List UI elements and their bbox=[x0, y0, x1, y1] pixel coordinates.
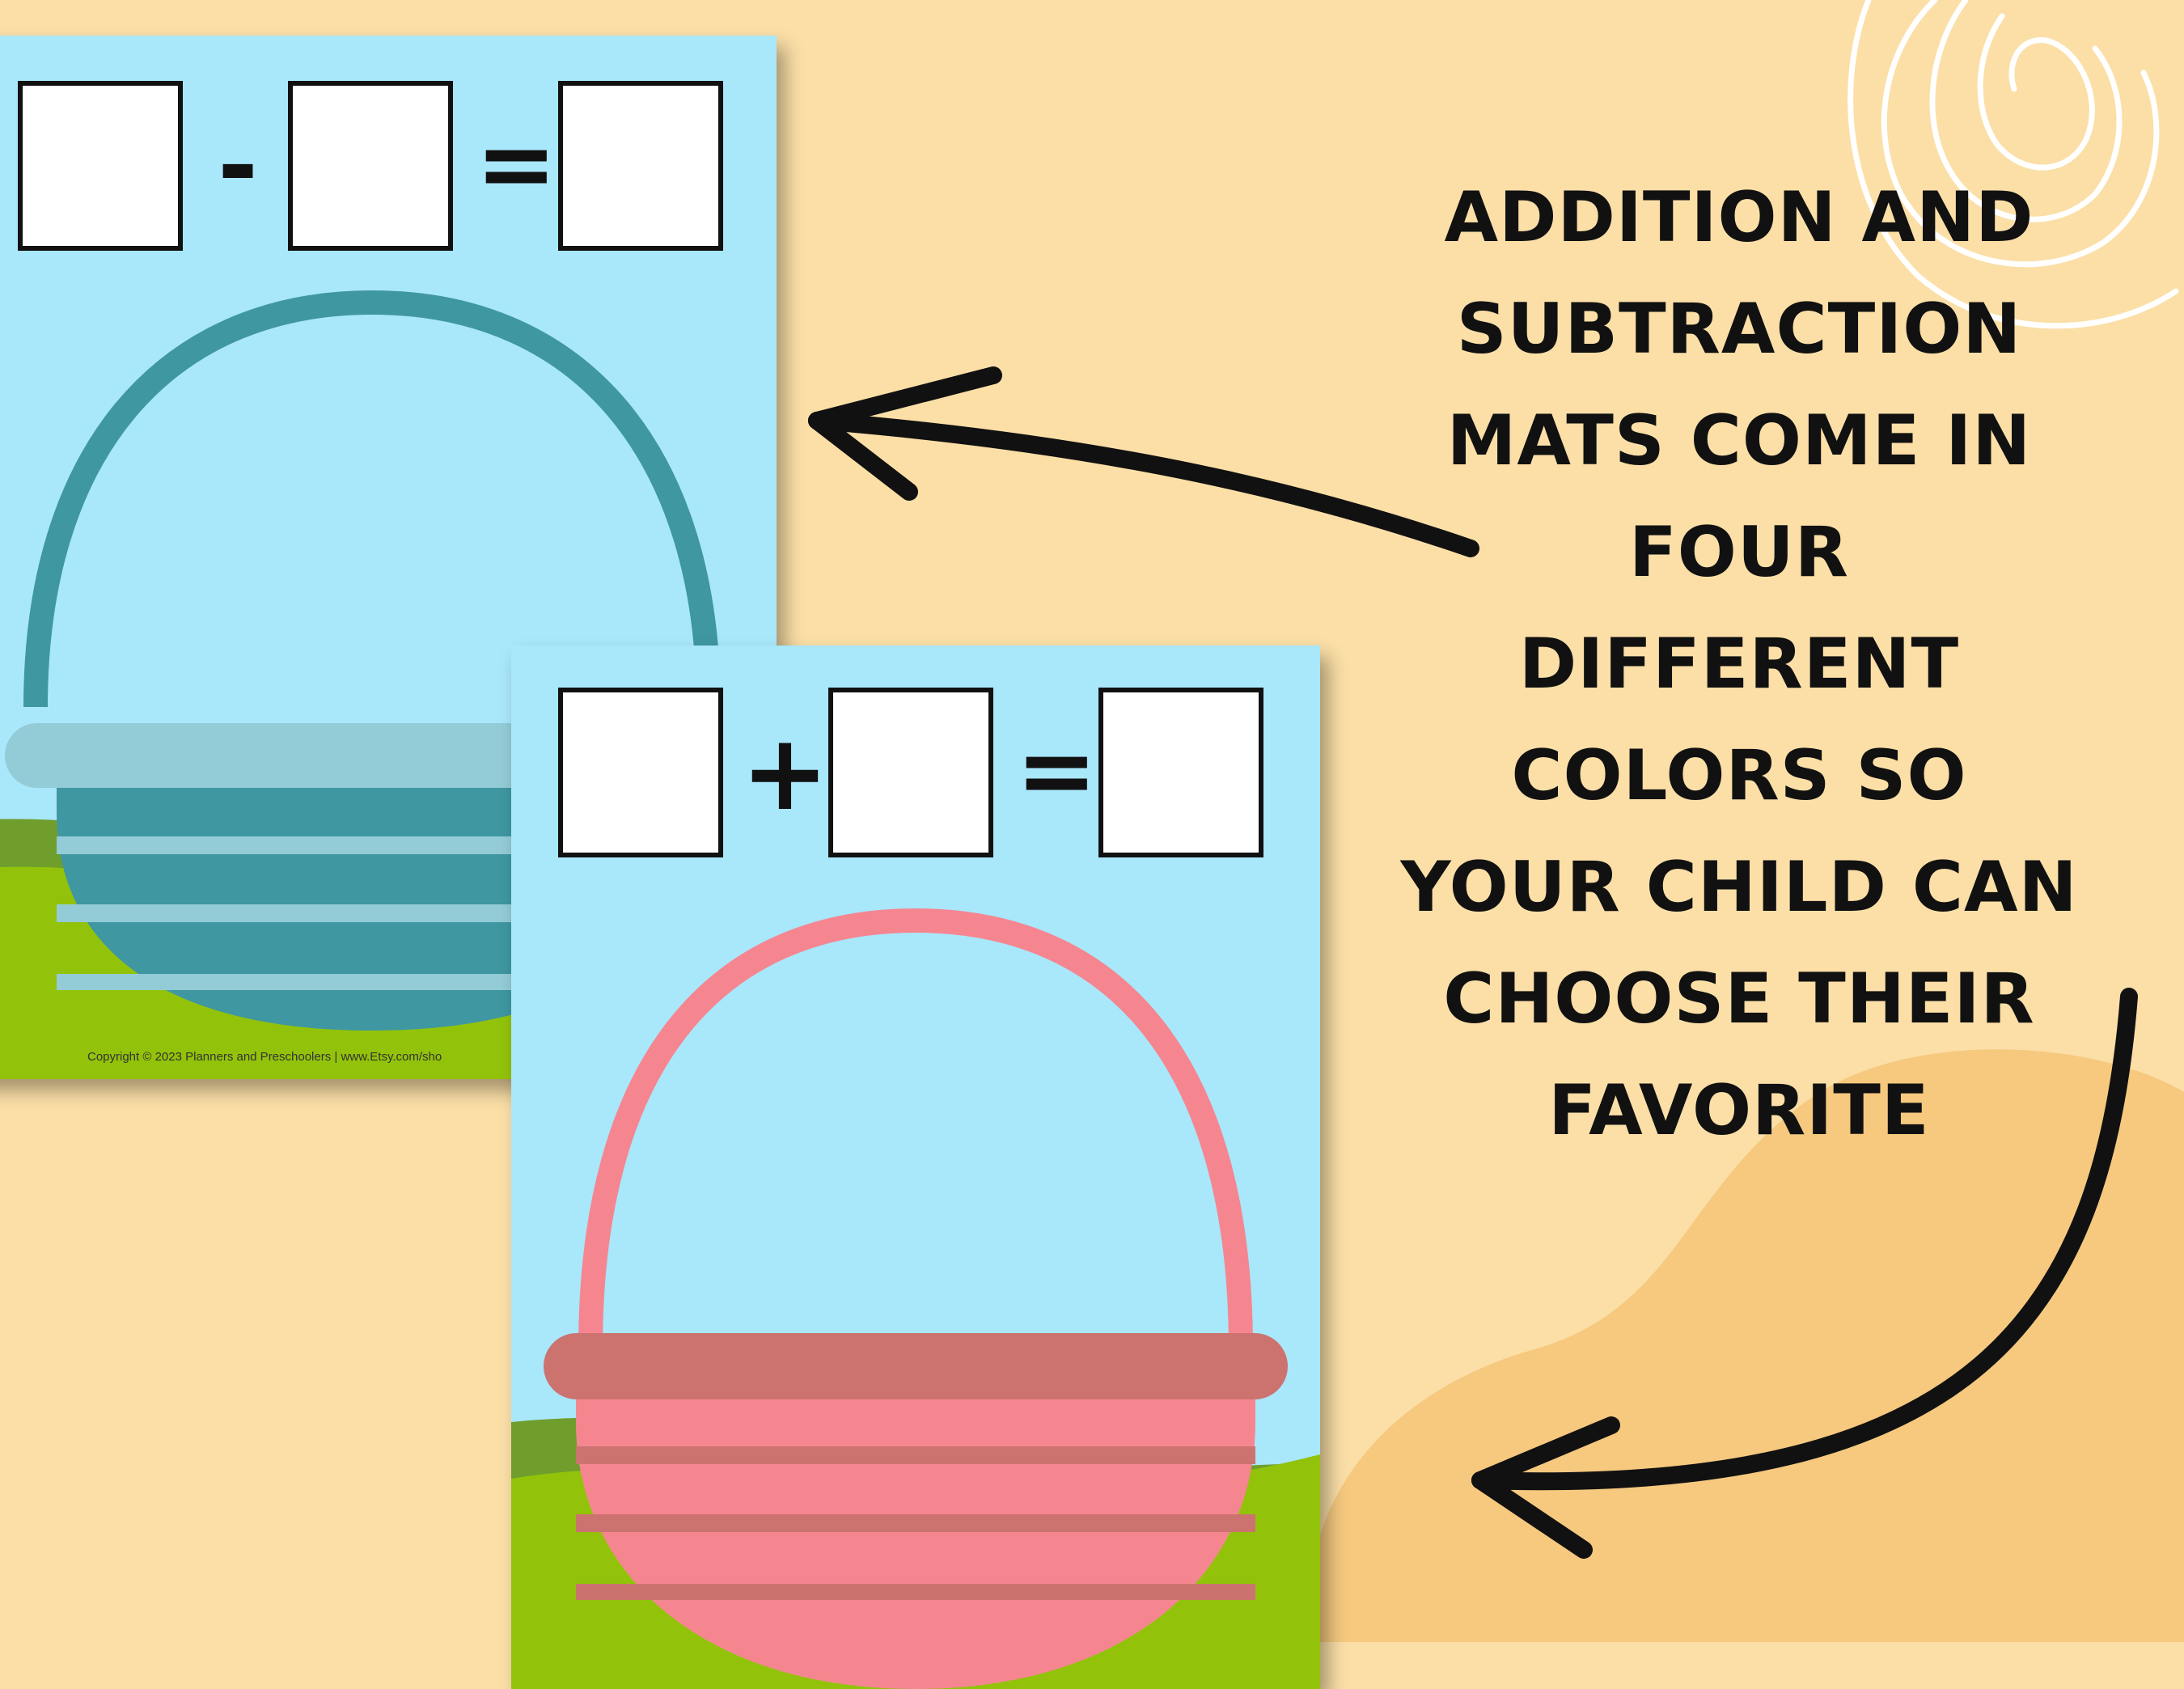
headline: ADDITION AND SUBTRACTION MATS COME IN FO… bbox=[1343, 162, 2135, 1166]
swirl-icon bbox=[1848, 0, 2179, 329]
minus-sign: - bbox=[218, 110, 258, 222]
headline-line: FOUR bbox=[1629, 512, 1849, 593]
minuend-box[interactable] bbox=[18, 81, 183, 251]
difference-box[interactable] bbox=[558, 81, 723, 251]
arrow-icon bbox=[808, 366, 1479, 557]
addition-mat: + = bbox=[511, 646, 1320, 1689]
headline-line: COLORS SO bbox=[1511, 735, 1967, 816]
headline-line: CHOOSE THEIR bbox=[1443, 959, 2035, 1039]
plus-sign: + bbox=[741, 711, 829, 834]
pink-basket-illustration bbox=[511, 908, 1320, 1689]
headline-line: SUBTRACTION bbox=[1456, 289, 2022, 370]
headline-line: YOUR CHILD CAN bbox=[1400, 847, 2078, 928]
headline-line: ADDITION AND bbox=[1444, 177, 2034, 258]
sum-box[interactable] bbox=[1098, 688, 1263, 857]
headline-line: DIFFERENT bbox=[1518, 624, 1960, 705]
copyright-text: Copyright © 2023 Planners and Preschoole… bbox=[87, 1050, 442, 1064]
equals-sign: = bbox=[1016, 715, 1098, 828]
headline-line: MATS COME IN bbox=[1446, 400, 2032, 481]
subtrahend-box[interactable] bbox=[288, 81, 453, 251]
equals-sign: = bbox=[476, 108, 557, 221]
addend-two-box[interactable] bbox=[828, 688, 993, 857]
headline-line: FAVORITE bbox=[1548, 1070, 1930, 1151]
background-blob bbox=[1308, 1049, 2184, 1642]
arrow-icon bbox=[1471, 988, 2138, 1559]
addend-one-box[interactable] bbox=[558, 688, 723, 857]
